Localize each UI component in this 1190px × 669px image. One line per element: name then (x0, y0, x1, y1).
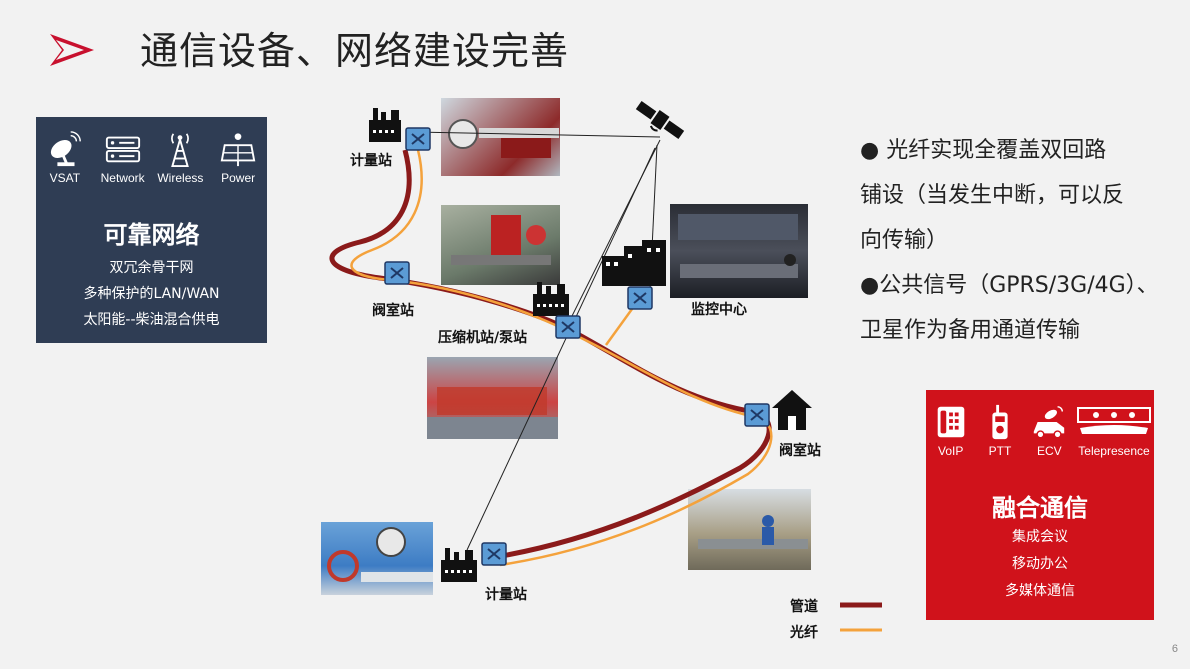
bullet-line-1: ● 光纤实现全覆盖双回路 (860, 138, 1107, 163)
telepresence-icon (1076, 407, 1151, 434)
fiber-monitor-branch (604, 297, 642, 346)
vsat-label: VSAT (49, 171, 81, 185)
sat-link-compressor (569, 139, 661, 321)
vsat-item: VSAT (37, 129, 93, 185)
network-item: Network (95, 129, 151, 185)
label-compressor: 压缩机站/泵站 (438, 330, 528, 346)
bullet-line-2: 铺设（当发生中断，可以反 (860, 183, 1125, 208)
wireless-tower-icon (171, 133, 190, 168)
ecv-vehicle-icon (1034, 406, 1065, 439)
reliable-network-lines: 双冗余骨干网 多种保护的LAN/WAN 太阳能--柴油混合供电 (36, 255, 267, 333)
photo-metering-station (441, 98, 560, 176)
page-title: 通信设备、网络建设完善 (140, 29, 570, 73)
network-switch-icon (105, 136, 140, 163)
switch-box-metering-top (405, 127, 431, 151)
factory-icon-compressor (533, 282, 569, 316)
right-icon-row: VoIP PTT ECV (926, 402, 1154, 458)
bullet-line-4: ●公共信号（GPRS/3G/4G）、 (860, 273, 1159, 298)
building-icon-monitor (602, 240, 666, 286)
voip-phone-icon (937, 406, 964, 438)
page-number: 6 (1171, 643, 1178, 655)
ecv-item: ECV (1025, 402, 1074, 458)
switch-box-monitor (627, 286, 653, 310)
label-valve-left: 阀室站 (372, 303, 414, 319)
photo-control-center (670, 204, 808, 298)
right-line-3: 多媒体通信 (1005, 583, 1075, 599)
legend-fiber-label: 光纤 (790, 625, 818, 641)
label-metering-top: 计量站 (350, 153, 392, 169)
photo-pipeline-valve (321, 522, 433, 595)
right-line-1: 集成会议 (1012, 529, 1068, 545)
power-label: Power (221, 171, 256, 185)
ptt-item: PTT (975, 402, 1024, 458)
switch-box-metering-bottom (481, 542, 507, 566)
left-line-1: 双冗余骨干网 (109, 260, 194, 276)
ecv-label: ECV (1036, 444, 1062, 458)
ptt-label: PTT (988, 444, 1012, 458)
switch-box-compressor (555, 315, 581, 339)
left-icon-row: VSAT Network Wireless (36, 129, 267, 185)
reliable-network-heading: 可靠网络 (103, 221, 200, 249)
label-metering-bottom: 计量站 (485, 587, 527, 603)
solar-power-icon (220, 133, 256, 167)
photo-field-worker (688, 489, 811, 570)
right-line-2: 移动办公 (1012, 556, 1068, 572)
network-label: Network (100, 171, 145, 185)
left-line-2: 多种保护的LAN/WAN (83, 286, 220, 302)
wireless-label: Wireless (157, 171, 204, 185)
photo-compressor-station (427, 357, 558, 439)
bullet-text: ● 光纤实现全覆盖双回路 铺设（当发生中断，可以反 向传输） ●公共信号（GPR… (860, 128, 1180, 353)
bullet-line-3: 向传输） (860, 228, 949, 253)
converged-comm-panel: VoIP PTT ECV (926, 390, 1154, 620)
wireless-item: Wireless (152, 129, 208, 185)
title-arrow-icon (50, 34, 94, 66)
label-valve-right: 阀室站 (779, 443, 821, 459)
voip-label: VoIP (937, 444, 964, 458)
voip-item: VoIP (926, 402, 975, 458)
telepresence-label: Telepresence (1078, 444, 1150, 458)
power-item: Power (210, 129, 266, 185)
switch-box-valve-left (384, 261, 410, 285)
sat-link-monitor (649, 144, 658, 291)
satellite-icon (635, 100, 685, 140)
converged-comm-heading: 融合通信 (992, 494, 1088, 522)
house-icon-valve-right (772, 390, 812, 430)
ptt-radio-icon (992, 404, 1008, 440)
switch-box-valve-right (744, 403, 770, 427)
legend-pipeline-label: 管道 (790, 599, 818, 615)
reliable-network-panel: VSAT Network Wireless (36, 117, 267, 343)
factory-icon-metering-bottom (441, 548, 477, 582)
bullet-line-5: 卫星作为备用通道传输 (860, 318, 1081, 343)
photo-valve-station (441, 205, 560, 285)
converged-comm-lines: 集成会议 移动办公 多媒体通信 (926, 524, 1154, 605)
vsat-dish-icon (50, 131, 81, 167)
label-monitor: 监控中心 (691, 302, 747, 318)
telepresence-item: Telepresence (1074, 402, 1154, 458)
factory-icon-metering-top (369, 108, 401, 142)
left-line-3: 太阳能--柴油混合供电 (83, 312, 220, 328)
